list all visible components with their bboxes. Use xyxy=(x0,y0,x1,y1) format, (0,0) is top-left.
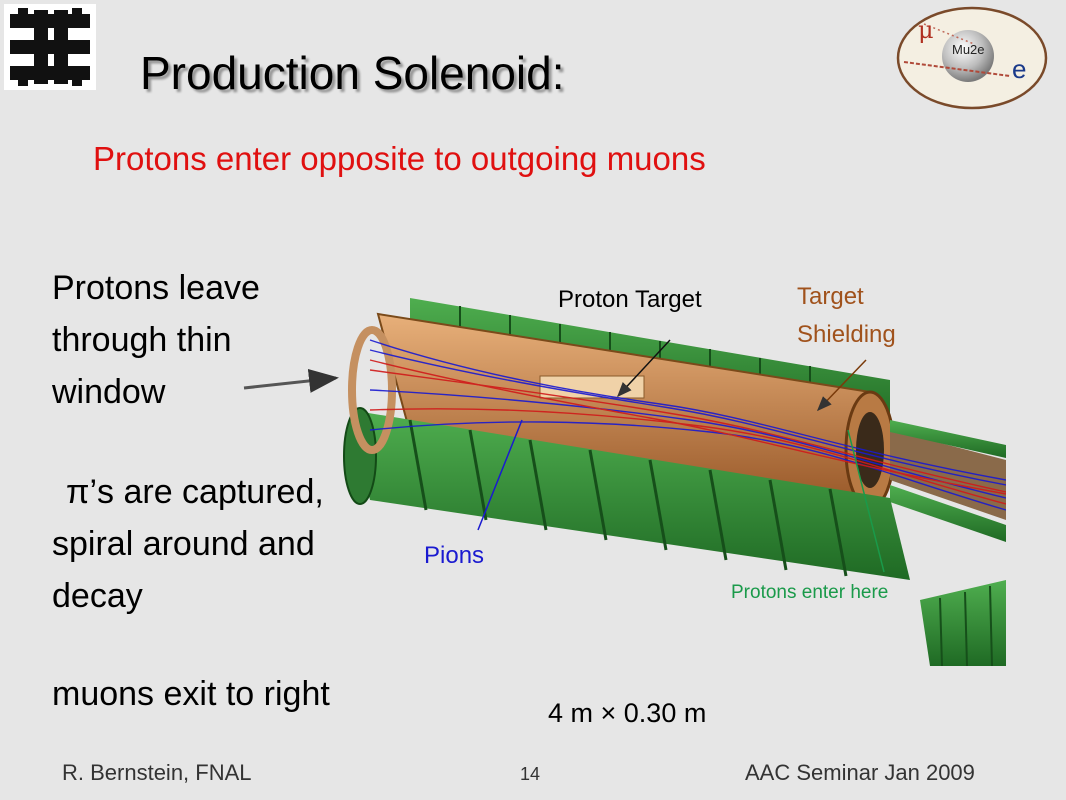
fermilab-logo-icon xyxy=(10,8,90,86)
bullet-pions-captured: π’s are captured, spiral around and deca… xyxy=(52,466,324,622)
bullet-protons-leave: Protons leave through thin window xyxy=(52,262,260,418)
bullet-line: window xyxy=(52,373,166,411)
mu2e-logo: μ Mu2e e xyxy=(894,4,1050,112)
bullet-line: decay xyxy=(52,577,143,615)
label-line: Shielding xyxy=(797,321,896,348)
label-target-shielding: Target Shielding xyxy=(797,278,896,354)
slide-title: Production Solenoid: xyxy=(140,47,565,99)
solenoid-cutaway-illustration xyxy=(343,298,1007,667)
mu2e-logo-icon: μ Mu2e e xyxy=(896,6,1048,110)
fermilab-logo xyxy=(4,4,96,90)
bullet-line: spiral around and xyxy=(52,525,315,563)
footer-author: R. Bernstein, FNAL xyxy=(62,760,252,785)
e-symbol: e xyxy=(1012,54,1026,84)
bullet-line: Protons leave xyxy=(52,269,260,307)
label-proton-target: Proton Target xyxy=(558,286,702,313)
mu2e-label: Mu2e xyxy=(952,42,985,57)
bullet-muons-exit: muons exit to right xyxy=(52,668,330,720)
bullet-line: through thin xyxy=(52,321,232,359)
label-line: Target xyxy=(797,283,864,310)
dimensions-text: 4 m × 0.30 m xyxy=(548,698,707,728)
label-protons-enter: Protons enter here xyxy=(731,582,889,603)
label-pions: Pions xyxy=(424,542,485,569)
footer-event: AAC Seminar Jan 2009 xyxy=(745,760,975,785)
mu-symbol: μ xyxy=(918,16,934,44)
production-solenoid-figure xyxy=(330,280,1007,667)
bullet-line: muons exit to right xyxy=(52,675,330,713)
slide-subtitle: Protons enter opposite to outgoing muons xyxy=(93,140,706,177)
bullet-line: π’s are captured, xyxy=(66,473,324,511)
footer-page-number: 14 xyxy=(520,764,541,784)
